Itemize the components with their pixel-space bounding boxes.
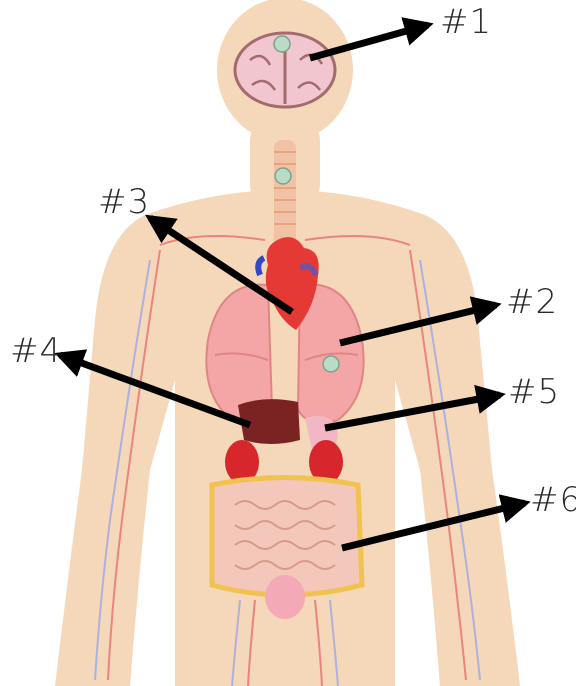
label-4: #4 (10, 334, 62, 368)
label-5: #5 (508, 375, 560, 409)
brain (235, 33, 335, 107)
label-6: #6 (530, 483, 576, 517)
label-2: #2 (506, 285, 558, 319)
label-1: #1 (440, 5, 492, 39)
label-3: #3 (98, 185, 150, 219)
